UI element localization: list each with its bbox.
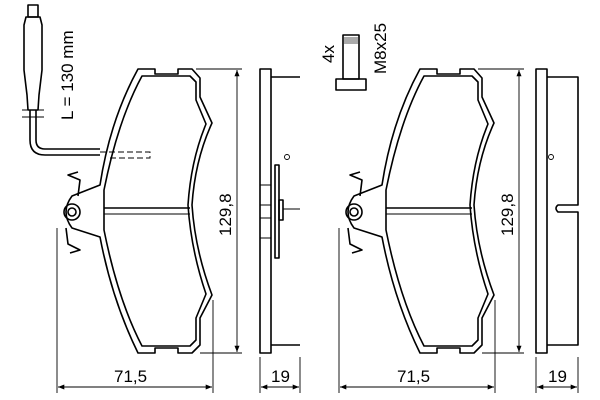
left-pad-dimensions: 129,8 71,5 19 <box>56 68 301 393</box>
left-pad-side-view <box>259 68 300 354</box>
bolt-icon: 4x M8x25 <box>319 23 390 91</box>
right-width-label: 71,5 <box>397 367 430 386</box>
right-pad-front-view <box>345 68 495 354</box>
bolt-size-label: M8x25 <box>371 23 390 74</box>
left-height-label: 129,8 <box>216 193 235 236</box>
right-pad-dimensions: 129,8 71,5 19 <box>338 68 579 393</box>
left-width-label: 71,5 <box>114 367 147 386</box>
right-height-label: 129,8 <box>498 193 517 236</box>
bolt-quantity-label: 4x <box>319 45 338 63</box>
right-pad-side-view <box>535 68 579 354</box>
left-thickness-label: 19 <box>271 367 290 386</box>
wear-sensor: L = 130 mm <box>22 4 151 159</box>
left-pad-front-view <box>63 68 213 354</box>
sensor-length-label: L = 130 mm <box>58 30 77 120</box>
right-thickness-label: 19 <box>548 367 567 386</box>
